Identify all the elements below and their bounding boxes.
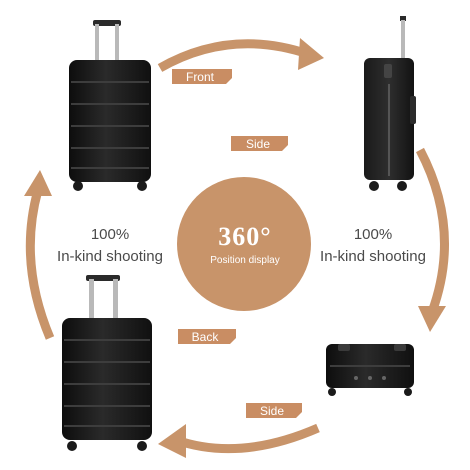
right-percent: 100% <box>353 226 393 243</box>
arrow-head-top <box>298 38 324 70</box>
suitcase-front-icon <box>69 20 151 191</box>
rotation-arrows <box>25 39 449 454</box>
arrow-head-left <box>24 170 52 196</box>
center-badge: 360° Position display <box>175 184 315 268</box>
right-label: In-kind shooting <box>320 248 426 265</box>
tag-shapes <box>172 69 302 418</box>
left-shooting-note: 100% In-kind shooting <box>35 224 185 268</box>
arrow-bottom-arc <box>174 423 320 454</box>
right-shooting-note: 100% In-kind shooting <box>298 224 448 268</box>
left-percent: 100% <box>90 226 130 243</box>
tag-back: Back <box>191 330 219 344</box>
arrow-head-right <box>418 306 446 332</box>
suitcase-bottom-icon <box>326 344 414 396</box>
center-degrees: 360° <box>218 222 272 251</box>
tag-front-shape <box>172 69 232 84</box>
arrow-top-arc <box>157 39 310 72</box>
arrow-heads <box>24 38 446 458</box>
tag-back-shape <box>178 329 236 344</box>
left-label: In-kind shooting <box>57 248 163 265</box>
tag-side-bottom-shape <box>246 403 302 418</box>
center-caption: Position display <box>210 255 280 266</box>
suitcase-side-icon <box>364 16 416 191</box>
arrow-left-arc <box>25 188 55 340</box>
tag-side-bottom: Side <box>259 404 285 418</box>
arrow-head-bottom <box>158 424 186 458</box>
center-disc <box>177 177 311 311</box>
tag-side-top: Side <box>245 137 271 151</box>
arrow-right-arc <box>416 147 449 314</box>
suitcase-back-icon <box>62 275 152 451</box>
tag-front: Front <box>185 70 214 84</box>
tag-side-top-shape <box>231 136 288 151</box>
